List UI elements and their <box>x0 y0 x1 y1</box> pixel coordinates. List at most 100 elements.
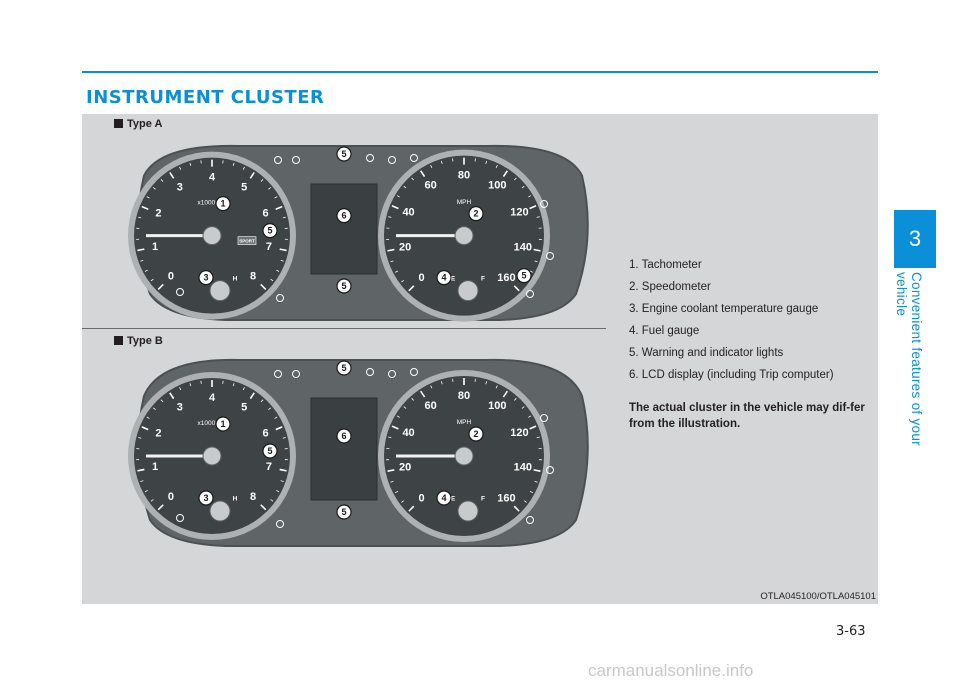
callout-number: 5 <box>267 226 272 236</box>
tachometer-tick-label: 3 <box>177 181 183 193</box>
tachometer-tick-mark <box>260 504 267 511</box>
cluster-type-a-illustration: 012345678x1000rpm020406080100120140160MP… <box>128 144 589 322</box>
speedometer-tick-label: 80 <box>458 390 470 402</box>
tachometer-tick-mark <box>141 426 149 431</box>
type-divider <box>82 328 606 329</box>
tachometer-needle-hub <box>202 226 222 246</box>
type-b-label-text: Type B <box>127 335 163 347</box>
bullet-square-icon <box>114 119 123 128</box>
callout-marker <box>516 268 532 284</box>
speedometer-tick-mark <box>528 415 532 418</box>
speedometer-tick-mark <box>411 177 414 181</box>
warning-light-icon <box>274 370 282 378</box>
tachometer-tick-mark <box>268 407 272 410</box>
lcd-display <box>310 397 378 501</box>
speedometer-tick-mark <box>395 270 399 273</box>
callout-number: 3 <box>203 273 208 283</box>
speedometer-tick-mark <box>528 195 532 198</box>
speedometer-unit-label: MPH <box>457 419 472 426</box>
callout-marker <box>262 223 278 239</box>
tachometer-tick-mark <box>275 426 283 431</box>
speedometer-tick-label: 100 <box>488 400 506 412</box>
speedometer-tick-mark <box>529 205 537 210</box>
tachometer-tick-mark <box>280 259 284 262</box>
type-b-label: Type B <box>114 335 163 347</box>
speedometer-tick-mark <box>396 195 400 198</box>
speedometer-tick-mark <box>485 160 488 164</box>
tachometer-tick-label: 6 <box>263 428 269 440</box>
tachometer-tick-label: 0 <box>168 271 174 283</box>
speedometer-tick-mark <box>514 177 517 181</box>
legend-item: 5. Warning and indicator lights <box>629 347 784 359</box>
speedometer-tick-mark <box>390 260 394 263</box>
speedometer-needle-hub <box>454 446 474 466</box>
sport-badge <box>237 236 257 245</box>
callout-number: 6 <box>341 211 346 221</box>
fuel-subgauge-hub <box>457 500 479 522</box>
speedometer-tick-mark <box>502 390 508 398</box>
speedometer-tick-label: 40 <box>402 427 414 439</box>
speedometer-tick-mark <box>391 205 399 210</box>
callout-number: 5 <box>341 281 346 291</box>
speedometer-tick-label: 140 <box>514 462 532 474</box>
callout-marker <box>336 504 352 520</box>
tachometer-tick-label: 5 <box>241 402 247 414</box>
warning-light-icon <box>274 156 282 164</box>
legend-item: 2. Speedometer <box>629 281 711 293</box>
tachometer-tick-mark <box>189 162 192 166</box>
tachometer-tick-mark <box>270 499 274 502</box>
tachometer-tick-mark <box>140 480 144 482</box>
tachometer-tick-mark <box>270 278 274 282</box>
speedometer-tick-label: 60 <box>425 180 437 192</box>
warning-light-icon <box>366 154 374 162</box>
speedometer-tick-label: 120 <box>510 207 528 219</box>
speedometer-tick-mark <box>403 406 407 409</box>
type-a-label-text: Type A <box>127 118 163 130</box>
tachometer-tick-mark <box>146 416 150 419</box>
speedometer-tick-mark <box>390 480 394 483</box>
tachometer-tick-mark <box>275 205 283 210</box>
warning-light-icon <box>410 368 418 376</box>
callout-marker <box>336 278 352 294</box>
callout-number: 1 <box>220 199 225 209</box>
tachometer-tick-mark <box>157 504 164 511</box>
callout-marker <box>198 490 214 506</box>
callout-marker <box>436 270 452 286</box>
speedometer-tick-label: 160 <box>497 272 515 284</box>
speedometer-needle-hub <box>454 226 474 246</box>
callout-number: 6 <box>341 431 346 441</box>
speedometer-tick-mark <box>534 480 538 483</box>
speedometer-tick-mark <box>514 397 517 401</box>
chapter-tab: 3 <box>894 210 936 268</box>
speedometer-tick-mark <box>513 285 520 292</box>
speedometer-tick-mark <box>388 216 392 218</box>
speedometer-tick-mark <box>502 170 508 178</box>
watermark: carmanualsonline.info <box>588 661 754 680</box>
callout-number: 1 <box>220 419 225 429</box>
speedometer-tick-label: 20 <box>399 241 411 253</box>
coolant-subgauge-hub <box>209 280 231 302</box>
tachometer-tick-label: 4 <box>209 172 216 184</box>
speedometer-tick-mark <box>534 260 538 263</box>
speedometer-tick-mark <box>524 500 527 503</box>
warning-light-icon <box>546 466 554 474</box>
fuel-min-label: E <box>451 275 456 282</box>
callout-marker <box>436 490 452 506</box>
speedometer-tick-mark <box>408 505 415 512</box>
speedometer-tick-label: 0 <box>419 272 425 284</box>
lcd-display <box>310 183 378 275</box>
speedometer-tick-mark <box>395 491 399 494</box>
tachometer-tick-label: 8 <box>250 491 256 503</box>
speedometer-tick-mark <box>430 164 433 169</box>
tachometer-tick-mark <box>137 468 145 472</box>
tachometer-tick-label: 7 <box>266 461 272 473</box>
tachometer-tick-label: 1 <box>152 461 158 473</box>
tachometer-tick-mark <box>157 283 164 290</box>
speedometer-tick-mark <box>387 469 395 473</box>
tachometer-tick-mark <box>160 399 164 403</box>
warning-light-icon <box>388 370 396 378</box>
speedometer-tick-mark <box>403 185 407 189</box>
warning-light-icon <box>276 520 284 528</box>
tachometer-tick-mark <box>279 468 287 472</box>
speedometer-tick-mark <box>420 390 426 398</box>
